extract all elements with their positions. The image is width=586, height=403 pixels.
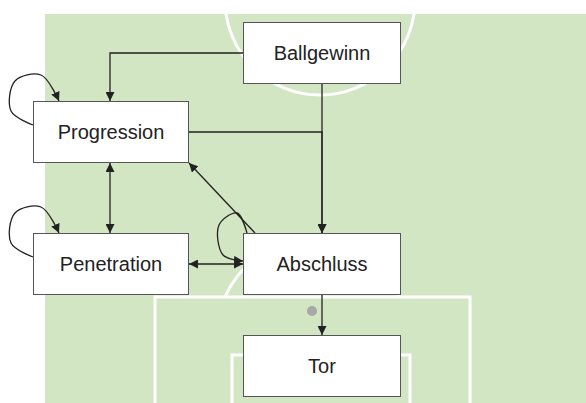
process-box: Progression <box>33 101 189 163</box>
node-label: Abschluss <box>276 253 367 276</box>
flow-arrow <box>189 132 322 233</box>
center-circle <box>225 14 415 95</box>
penalty-spot <box>307 306 317 316</box>
flow-arrow <box>189 263 243 264</box>
flow-arrow <box>109 163 110 233</box>
process-box: Penetration <box>33 233 189 295</box>
flow-arrow <box>110 53 243 101</box>
flow-arrow <box>189 163 255 233</box>
penalty-area <box>155 297 470 403</box>
node-label: Progression <box>58 121 165 144</box>
node-label: Ballgewinn <box>274 42 371 65</box>
pitch-grass <box>45 14 586 403</box>
process-box: Ballgewinn <box>243 22 401 84</box>
flow-arrow <box>321 84 322 233</box>
process-box: Tor <box>243 335 401 397</box>
node-label: Tor <box>308 355 336 378</box>
process-box: Abschluss <box>243 233 401 295</box>
node-label: Penetration <box>60 253 162 276</box>
flow-arrow <box>321 295 322 335</box>
